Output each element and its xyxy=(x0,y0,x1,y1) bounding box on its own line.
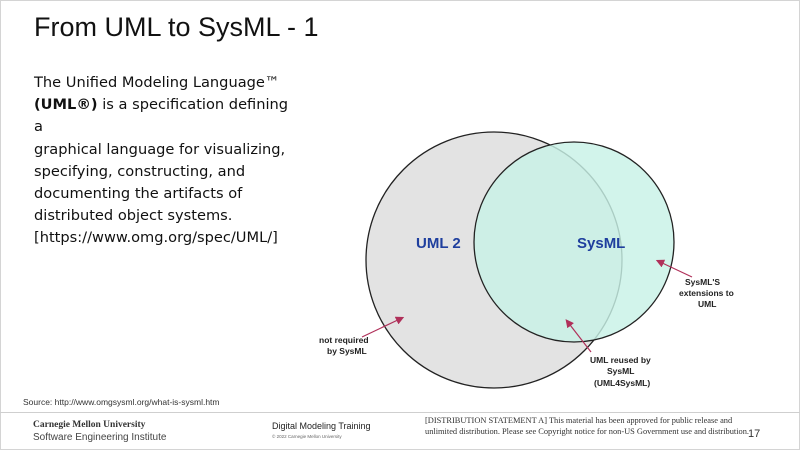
uml-acronym: (UML®) xyxy=(34,96,98,114)
uml2-label: UML 2 xyxy=(416,235,461,252)
annotation-extensions-line-2: extensions to xyxy=(679,288,734,298)
annotation-reused-line-1: UML reused by xyxy=(590,355,651,365)
annotation-reused-line-3: (UML4SysML) xyxy=(594,378,650,388)
annotation-not-required-line-2: by SysML xyxy=(327,346,367,356)
body-line-1: The Unified Modeling Language™ xyxy=(34,74,280,91)
sysml-label: SysML xyxy=(577,235,625,252)
copyright-notice: © 2022 Carnegie Mellon University xyxy=(272,434,342,439)
body-line-6: distributed object systems. xyxy=(34,207,233,225)
body-line-5: documenting the artifacts of xyxy=(34,185,243,203)
body-line-3: graphical language for visualizing, xyxy=(34,140,286,158)
venn-diagram: UML 2 SysML not required by SysML SysML'… xyxy=(319,131,734,389)
arrow-extensions xyxy=(655,259,693,278)
annotation-extensions-line-3: UML xyxy=(698,299,716,309)
course-name: Digital Modeling Training xyxy=(272,421,371,431)
arrow-not-required xyxy=(361,316,405,338)
distribution-statement: [DISTRIBUTION STATEMENT A] This material… xyxy=(425,416,750,436)
annotation-not-required-line-1: not required xyxy=(319,335,369,345)
slide-title: From UML to SysML - 1 xyxy=(34,12,319,42)
university-name: Carnegie Mellon University xyxy=(33,420,146,430)
body-line-2-rest: is a specification defining a xyxy=(34,96,289,136)
footer-divider xyxy=(0,412,800,413)
sysml-circle xyxy=(473,141,675,343)
slide-body-text: The Unified Modeling Language™ (UML®) is… xyxy=(34,72,296,250)
annotation-extensions-line-1: SysML'S xyxy=(685,277,720,287)
body-line-4: specifying, constructing, and xyxy=(34,162,246,180)
source-citation: Source: http://www.omgsysml.org/what-is-… xyxy=(23,397,220,407)
body-line-7-url: [https://www.omg.org/spec/UML/] xyxy=(34,229,278,247)
body-line-2: (UML®) is a specification defining a xyxy=(34,94,296,138)
page-number: 17 xyxy=(748,428,761,440)
arrow-reused xyxy=(565,319,592,353)
institute-name: Software Engineering Institute xyxy=(33,432,167,443)
annotation-reused-line-2: SysML xyxy=(607,366,634,376)
